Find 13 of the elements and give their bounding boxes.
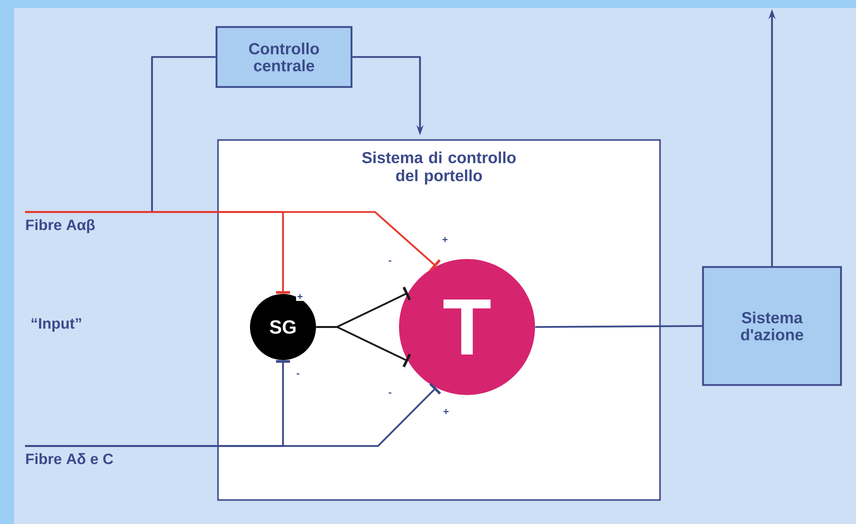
input-label: “Input” <box>32 318 82 332</box>
process-box: Sistema d'azione <box>702 266 842 386</box>
edge-label: + <box>441 236 449 244</box>
edge-label: + <box>296 293 304 301</box>
connector-line <box>316 326 411 368</box>
edge-label: + <box>442 408 450 416</box>
edge-label: - <box>387 259 393 265</box>
fibre-label: Fibre Aδ e C <box>26 453 114 464</box>
edge-label: - <box>295 372 301 378</box>
fibre-label: Fibre Aαβ <box>26 219 95 234</box>
process-box: Controllo centrale <box>216 26 352 88</box>
connector-line <box>535 325 702 328</box>
edge-label: - <box>387 391 393 397</box>
